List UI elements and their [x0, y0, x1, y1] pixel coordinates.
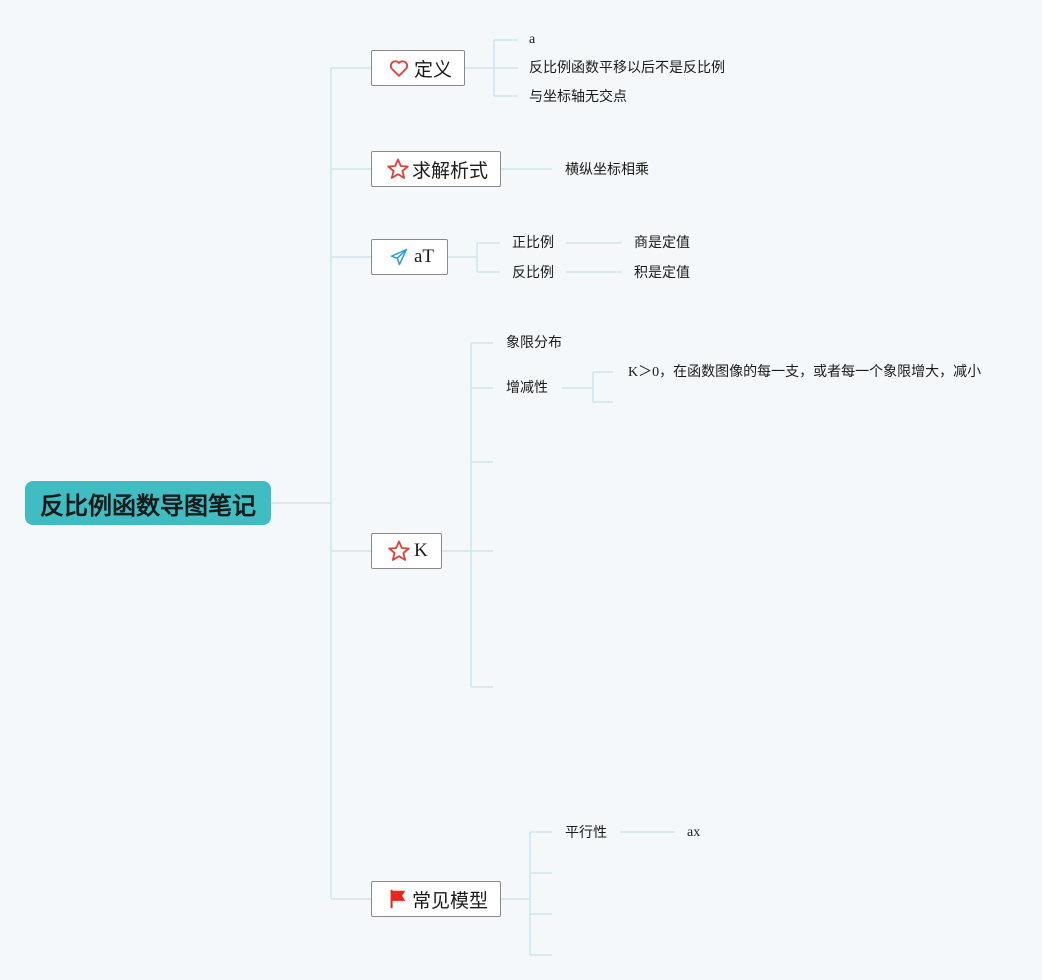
topic-k-label: K — [414, 540, 428, 561]
topic-at-label: aT — [414, 246, 435, 267]
topic-at[interactable]: aT — [371, 239, 448, 275]
solve-item-multiply[interactable]: 横纵坐标相乘 — [565, 162, 649, 178]
topic-solve[interactable]: 求解析式 — [371, 151, 501, 187]
topic-k[interactable]: K — [371, 533, 442, 569]
at-item-direct[interactable]: 正比例 — [512, 235, 554, 251]
definition-item-shift[interactable]: 反比例函数平移以后不是反比例 — [529, 60, 725, 76]
k-item-monotonic[interactable]: 增减性 — [506, 380, 548, 396]
at-item-inverse-child[interactable]: 积是定值 — [634, 265, 690, 281]
paper-plane-icon — [386, 244, 412, 270]
topic-definition[interactable]: 定义 — [371, 50, 465, 86]
flag-icon — [386, 886, 410, 912]
models-item-parallel-child[interactable]: ax — [687, 825, 701, 840]
models-item-parallel[interactable]: 平行性 — [565, 825, 607, 841]
k-item-quadrant[interactable]: 象限分布 — [506, 335, 562, 351]
definition-item-axes[interactable]: 与坐标轴无交点 — [529, 89, 627, 105]
at-item-inverse[interactable]: 反比例 — [512, 265, 554, 281]
topic-solve-label: 求解析式 — [412, 159, 489, 182]
definition-item-a[interactable]: a — [529, 32, 536, 47]
star-icon — [386, 538, 412, 564]
topic-models[interactable]: 常见模型 — [371, 881, 501, 917]
k-item-monotonic-child[interactable]: K＞0，在函数图像的每一支，或者每一个象限增大，减小 — [628, 365, 982, 380]
topic-definition-label: 定义 — [413, 58, 452, 81]
topic-models-label: 常见模型 — [411, 889, 488, 912]
at-item-direct-child[interactable]: 商是定值 — [634, 235, 690, 251]
star-icon — [386, 156, 410, 182]
root-topic[interactable]: 反比例函数导图笔记 — [25, 481, 271, 525]
heart-icon — [386, 55, 412, 81]
